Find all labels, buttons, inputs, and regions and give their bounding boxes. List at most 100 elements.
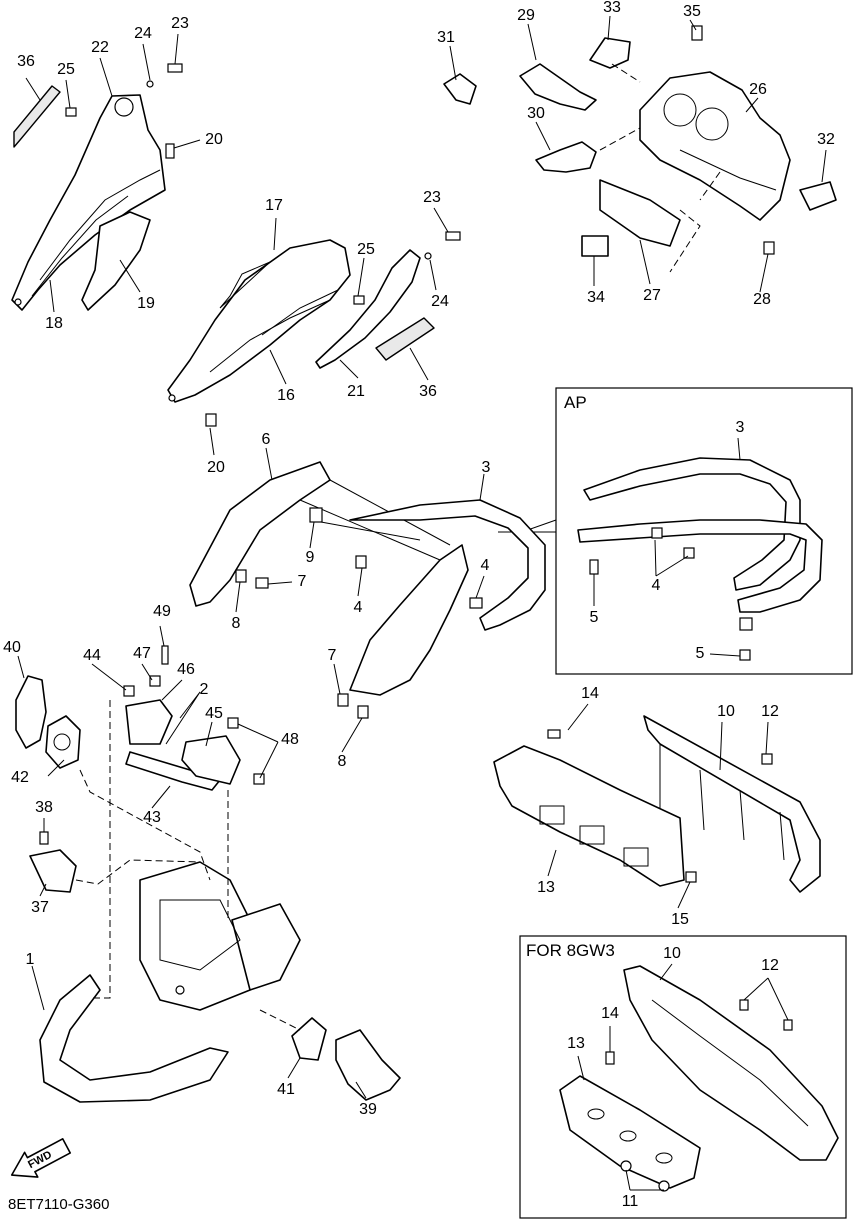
clip-8 [235,569,247,583]
callout-39: 39 [359,1101,377,1118]
callout-19: 19 [137,295,155,312]
clip-25 [65,107,77,117]
callout-37: 37 [31,899,49,916]
nut-47 [149,675,161,687]
8gw3-plate-13 [559,1075,701,1189]
callout-38: 38 [35,799,53,816]
bracket-37 [29,849,77,893]
callout-20a: 20 [205,131,223,148]
callout-12: 12 [761,703,779,720]
mount-39 [335,1029,401,1101]
callout-40: 40 [3,639,21,656]
bolt-4 [355,555,367,569]
side-panel-21 [315,249,421,369]
handlebar-3 [349,499,546,631]
callout-9: 9 [305,549,315,566]
screw-20-center [205,413,217,427]
callout-8a: 8 [231,615,241,632]
clip-25-center [353,295,365,305]
callout-27: 27 [643,287,661,304]
callout-30: 30 [527,105,545,122]
callout-25a: 25 [57,61,75,78]
8gw3-guard-10 [623,965,839,1161]
8gw3-variant-box [519,935,847,1219]
bolt-44 [123,685,135,697]
callout-5b: 5 [695,645,705,662]
ap-handlebar-3 [577,457,823,661]
callout-14: 14 [581,685,599,702]
assembly-dashed-lines [75,63,721,1031]
callout-26: 26 [749,81,767,98]
washer-24 [146,80,154,88]
callout-7b: 7 [327,647,337,664]
callout-49: 49 [153,603,171,620]
screw-7b [337,693,349,707]
cap-34 [581,235,609,257]
callout-4-ap: 4 [651,577,661,594]
leader-lines [17,15,827,1191]
callout-6: 6 [261,431,271,448]
callout-24a: 24 [134,25,152,42]
rivet-15 [685,871,697,883]
callout-20b: 20 [207,459,225,476]
front-bumper-1 [39,974,229,1103]
clip-8b [357,705,369,719]
callout-22: 22 [91,39,109,56]
callout-10: 10 [717,703,735,720]
callout-45: 45 [205,705,223,722]
8gw3-box-title: FOR 8GW3 [526,941,615,960]
cover-33 [589,37,631,69]
callout-23b: 23 [423,189,441,206]
rear-guard-10 [643,715,821,893]
bracket-46 [125,699,173,745]
callout-3-ap: 3 [735,419,745,436]
rivet-11b [658,1180,670,1192]
screw-28 [763,241,775,255]
callout-5a: 5 [589,609,599,626]
callout-41: 41 [277,1081,295,1098]
callout-23a: 23 [171,15,189,32]
callout-10-variant: 10 [663,945,681,962]
panel-30 [535,141,597,173]
rivet-12-variant-a [739,999,749,1011]
decal-36-center [375,317,435,361]
decal-36-left [13,85,61,148]
callout-15: 15 [671,911,689,928]
screw-35 [691,25,703,41]
bracket-45 [181,735,241,785]
callout-16: 16 [277,387,295,404]
callout-13-variant: 13 [567,1035,585,1052]
inner-panel-19 [81,211,151,311]
callout-35: 35 [683,3,701,20]
bracket-31 [443,73,477,105]
callout-13: 13 [537,879,555,896]
panel-29 [519,63,597,111]
bolt-38 [39,831,49,845]
callout-48: 48 [281,731,299,748]
side-cover-center-16 [167,239,351,403]
callout-29: 29 [517,7,535,24]
bolt-23 [167,63,183,73]
callout-18: 18 [45,315,63,332]
bolt-4b [469,597,483,609]
callout-24b: 24 [431,293,449,310]
callout-32: 32 [817,131,835,148]
callout-7a: 7 [297,573,307,590]
clamp-41 [291,1017,327,1061]
callout-21: 21 [347,383,365,400]
callout-2: 2 [199,681,209,698]
callout-11-variant: 11 [621,1193,639,1210]
callout-33: 33 [603,0,621,16]
steering-frame [139,861,301,1011]
meter-housing-26 [639,71,791,221]
callout-28: 28 [753,291,771,308]
rivet-12-variant-b [783,1019,793,1031]
diagram-code: 8ET7110-G360 [8,1196,110,1213]
callout-34: 34 [587,289,605,306]
callout-25b: 25 [357,241,375,258]
fwd-arrow-icon [10,1138,72,1178]
callout-43: 43 [143,809,161,826]
callout-42: 42 [11,769,29,786]
bolt-48a [227,717,239,729]
